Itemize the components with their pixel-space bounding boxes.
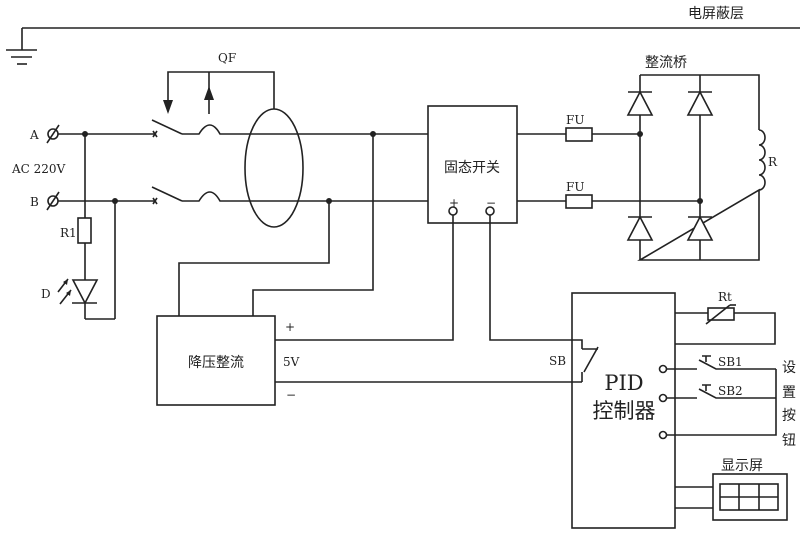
wire-positive: [275, 215, 454, 341]
solid-state-switch: 固态开关 + −: [427, 105, 518, 224]
sb-label: SB: [549, 354, 566, 368]
voltage-label: 5V: [283, 355, 300, 369]
current-transformer: [244, 108, 304, 228]
terminal-b: B: [30, 191, 60, 211]
settings-label-char: 按: [782, 408, 796, 424]
shield-layer-label: 电屏蔽层: [688, 6, 744, 22]
diode-icon: [626, 215, 654, 241]
fuse-2-label: FU: [566, 180, 584, 194]
load-coil: [758, 129, 766, 191]
wire: [252, 134, 374, 316]
terminal-a-label: A: [29, 128, 39, 142]
wire: [178, 201, 330, 316]
load-label: R: [768, 155, 778, 169]
ssr-label: 固态开关: [444, 160, 500, 176]
ssr-minus-terminal: [485, 206, 495, 216]
ssr-plus-label: +: [449, 196, 459, 210]
pid-label: PID: [604, 371, 643, 395]
buck-label: 降压整流: [188, 355, 244, 371]
ground-icon: [6, 28, 37, 65]
display-screen: 显示屏: [675, 458, 788, 521]
fuse-1-label: FU: [566, 113, 584, 127]
wire-control: [489, 215, 583, 349]
led-icon: [71, 279, 99, 305]
indicator-branch: R1 D: [41, 134, 116, 320]
led-label: D: [41, 287, 51, 301]
breaker-label: QF: [218, 51, 236, 65]
sb1-label: SB1: [718, 355, 743, 369]
fuse-2: [565, 194, 593, 209]
terminal-b-label: B: [30, 195, 39, 209]
settings-label-char: 钮: [782, 433, 796, 449]
controller-label: 控制器: [593, 399, 656, 423]
breaker-qf: QF: [151, 51, 428, 228]
r1-label: R1: [60, 226, 77, 240]
diode-icon: [626, 90, 654, 116]
arrow-up-icon: [204, 86, 214, 100]
button-sb2: SB2: [667, 384, 776, 399]
settings-label-char: 置: [782, 385, 796, 401]
diode-icon: [686, 90, 714, 116]
supply-label: AC 220V: [11, 162, 66, 176]
rt-label: Rt: [718, 290, 732, 304]
plus-label: +: [285, 320, 295, 334]
diode-icon: [686, 215, 714, 241]
arrow-down-icon: [163, 100, 173, 114]
sb2-label: SB2: [718, 384, 743, 398]
ssr-minus-label: −: [486, 196, 496, 210]
setting-buttons: SB1 SB2 设 置 按 钮: [658, 355, 796, 449]
bridge-label: 整流桥: [645, 55, 687, 71]
sb-switch-icon: [581, 346, 599, 382]
thermistor-rt: Rt: [675, 290, 776, 345]
button-sb1: SB1: [667, 355, 776, 370]
pid-controller: PID 控制器 SB: [549, 292, 676, 529]
display-label: 显示屏: [721, 458, 763, 474]
shield-layer: 电屏蔽层: [22, 6, 800, 29]
ssr-plus-terminal: [448, 206, 458, 216]
fuse-1: [565, 127, 593, 142]
minus-label: −: [286, 388, 296, 402]
rectifier-bridge: 整流桥 R: [626, 55, 778, 261]
terminal-a: A: [29, 124, 60, 144]
buck-rectifier-box: 降压整流: [156, 315, 276, 406]
resistor-r1: [77, 217, 92, 244]
settings-label-char: 设: [782, 360, 796, 376]
